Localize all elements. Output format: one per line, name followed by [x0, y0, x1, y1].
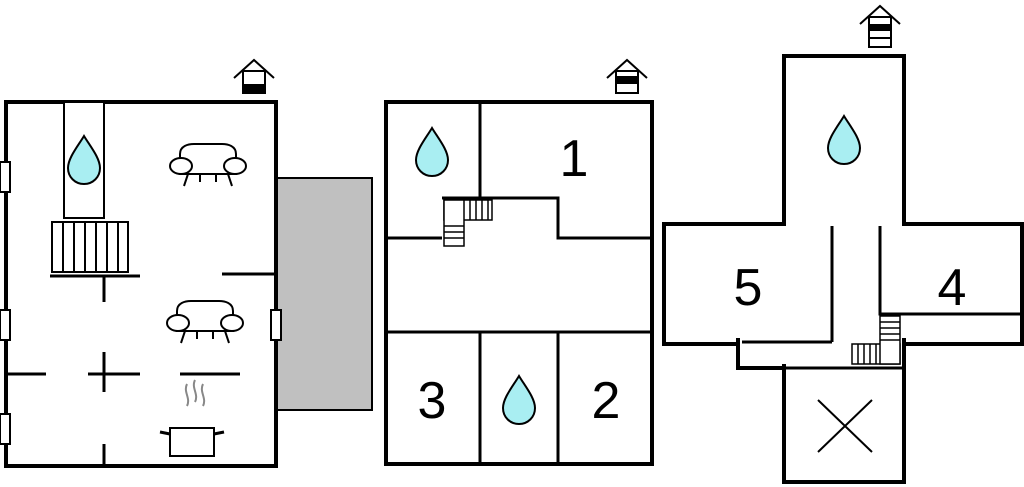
left-floor-plan [0, 59, 373, 468]
room-1-label: 1 [560, 130, 589, 188]
room-2-label: 2 [592, 372, 621, 430]
house-icon [859, 4, 901, 48]
house-icon [233, 59, 275, 94]
wall-segment [442, 196, 652, 240]
window-icon [0, 161, 11, 193]
wall-segment [878, 226, 1020, 316]
room-5-label: 5 [734, 259, 763, 317]
terrace [276, 177, 373, 411]
window-icon [0, 413, 11, 445]
stairs-icon [443, 199, 493, 247]
room-4-label: 4 [938, 259, 967, 317]
window-icon [0, 309, 11, 341]
right-floor-plan: 5 4 [662, 4, 1024, 484]
stairs-icon [51, 221, 129, 273]
outer-walls [662, 222, 1024, 346]
void-cross-icon [817, 399, 873, 453]
room-3-label: 3 [418, 372, 447, 430]
stairs-icon [851, 315, 901, 365]
cooking-pot-icon [159, 379, 225, 457]
middle-floor-plan: 1 3 2 [384, 59, 654, 466]
house-icon [606, 59, 648, 94]
window-icon [270, 309, 282, 341]
